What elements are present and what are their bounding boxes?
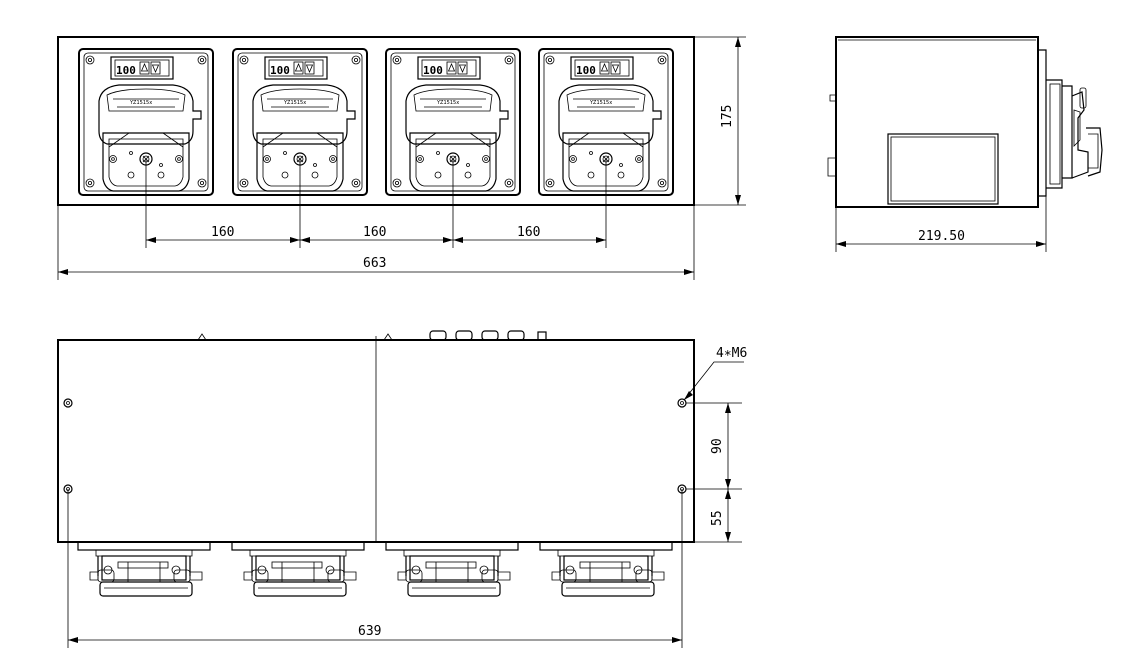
pump-brand-3: YZ1515x (436, 100, 459, 106)
front-panel (57, 36, 695, 206)
dim-total-width-label: 663 (363, 256, 386, 271)
dim-spacing-2: 160 (300, 225, 453, 243)
dim-height: 175 (694, 36, 746, 206)
pump-brand-1: YZ1515x (129, 100, 152, 106)
pump-top-3 (385, 541, 519, 597)
dim-hole-width: 639 (67, 489, 683, 648)
dim-spacing-1: 160 (146, 225, 300, 243)
dim-spacing-2-label: 160 (363, 225, 386, 240)
dim-hole-offset: 55 (710, 489, 731, 542)
pump-top-2 (231, 541, 365, 597)
dim-spacing-1-label: 160 (211, 225, 234, 240)
dim-spacing-3: 160 (453, 225, 606, 243)
mount-hole-3 (677, 398, 687, 408)
hole-callout-label: 4∗M6 (716, 346, 747, 361)
pump-top-4 (539, 541, 673, 597)
dim-depth-label: 219.50 (918, 229, 965, 244)
pump-display-3: 100 (423, 64, 443, 77)
dim-depth: 219.50 (835, 196, 1047, 252)
dim-hole-spacing-label: 90 (710, 438, 725, 454)
pump-display-1: 100 (116, 64, 136, 77)
pump-brand-2: YZ1515x (283, 100, 306, 106)
side-view: 219.50 (827, 36, 1103, 252)
pump-display-2: 100 (270, 64, 290, 77)
mount-hole-1 (63, 398, 73, 408)
dim-height-label: 175 (720, 105, 735, 128)
dim-spacing-3-label: 160 (517, 225, 540, 240)
front-view: 100 100 100 100 YZ1515x YZ1515x YZ1515x … (57, 36, 746, 280)
pump-top-1 (77, 541, 211, 597)
pump-display-4: 100 (576, 64, 596, 77)
dim-total-width: 663 (58, 256, 694, 275)
top-view: 4∗M6 90 55 639 (57, 330, 747, 648)
hole-callout: 4∗M6 (683, 346, 747, 401)
dim-hole-spacing: 90 (710, 403, 731, 489)
dim-hole-width-label: 639 (358, 624, 381, 639)
side-body (835, 36, 1039, 208)
pump-brand-4: YZ1515x (589, 100, 612, 106)
rear-connectors (197, 330, 547, 341)
dim-hole-offset-label: 55 (710, 510, 725, 526)
side-panel-window (887, 133, 999, 205)
